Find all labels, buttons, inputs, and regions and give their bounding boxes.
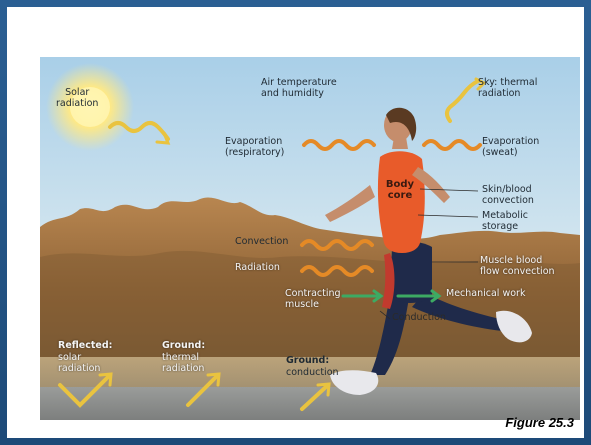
label-ground-thermal-title: Ground: bbox=[162, 340, 205, 351]
label-ground-conduction-title: Ground: bbox=[286, 355, 329, 366]
label-reflected-solar-radiation: solar radiation bbox=[58, 352, 100, 374]
label-mechanical-work: Mechanical work bbox=[446, 288, 525, 299]
thermoregulation-diagram: Solar radiation Air temperature and humi… bbox=[40, 57, 580, 420]
label-evaporation-sweat: Evaporation (sweat) bbox=[482, 136, 539, 158]
label-conduction: Conduction bbox=[392, 312, 446, 323]
figure-caption: Figure 25.3 bbox=[505, 415, 574, 430]
label-radiation: Radiation bbox=[235, 262, 280, 273]
label-convection: Convection bbox=[235, 236, 288, 247]
label-ground-thermal-radiation: thermal radiation bbox=[162, 352, 204, 374]
label-evaporation-respiratory: Evaporation (respiratory) bbox=[225, 136, 284, 158]
label-muscle-blood-flow: Muscle blood flow convection bbox=[480, 255, 555, 277]
body-core-shape bbox=[378, 151, 425, 253]
label-sky-thermal: Sky: thermal radiation bbox=[478, 77, 537, 99]
label-air-temperature: Air temperature and humidity bbox=[261, 77, 337, 99]
label-contracting-muscle: Contracting muscle bbox=[285, 288, 341, 310]
label-body-core: Body core bbox=[380, 179, 420, 201]
label-metabolic-storage: Metabolic storage bbox=[482, 210, 528, 232]
slide: Solar radiation Air temperature and humi… bbox=[7, 7, 584, 438]
label-skin-blood-convection: Skin/blood convection bbox=[482, 184, 534, 206]
label-solar-radiation: Solar radiation bbox=[56, 87, 98, 109]
label-ground-conduction: conduction bbox=[286, 367, 339, 378]
label-reflected: Reflected: bbox=[58, 340, 112, 351]
